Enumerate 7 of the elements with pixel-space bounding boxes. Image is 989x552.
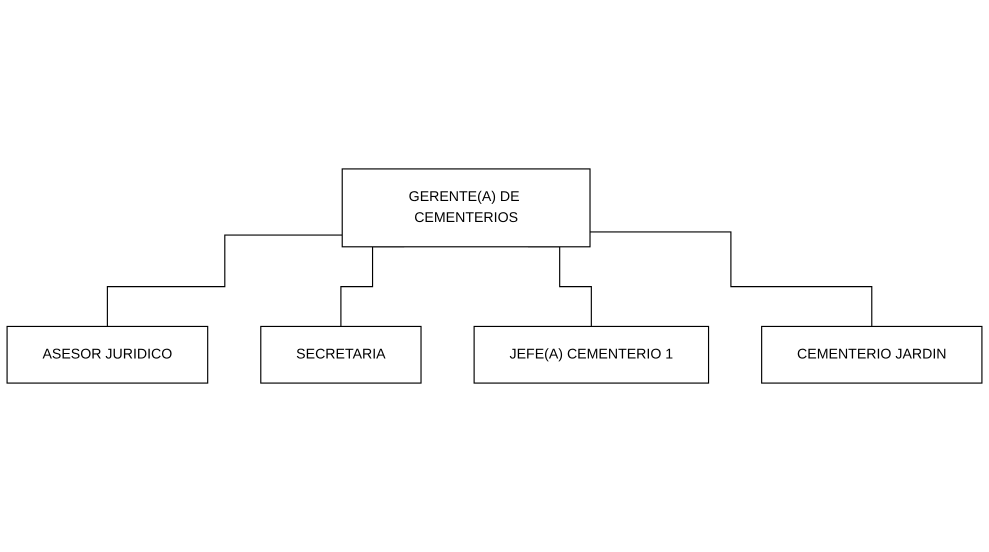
connector bbox=[106, 234, 342, 328]
node-box: SECRETARIA bbox=[260, 326, 422, 384]
node-box: CEMENTERIO JARDIN bbox=[761, 326, 982, 384]
node-box: JEFE(A) CEMENTERIO 1 bbox=[474, 326, 710, 384]
node-box: GERENTE(A) DE CEMENTERIOS bbox=[342, 168, 591, 248]
node-box: ASESOR JURIDICO bbox=[6, 326, 208, 384]
connector bbox=[590, 231, 872, 328]
